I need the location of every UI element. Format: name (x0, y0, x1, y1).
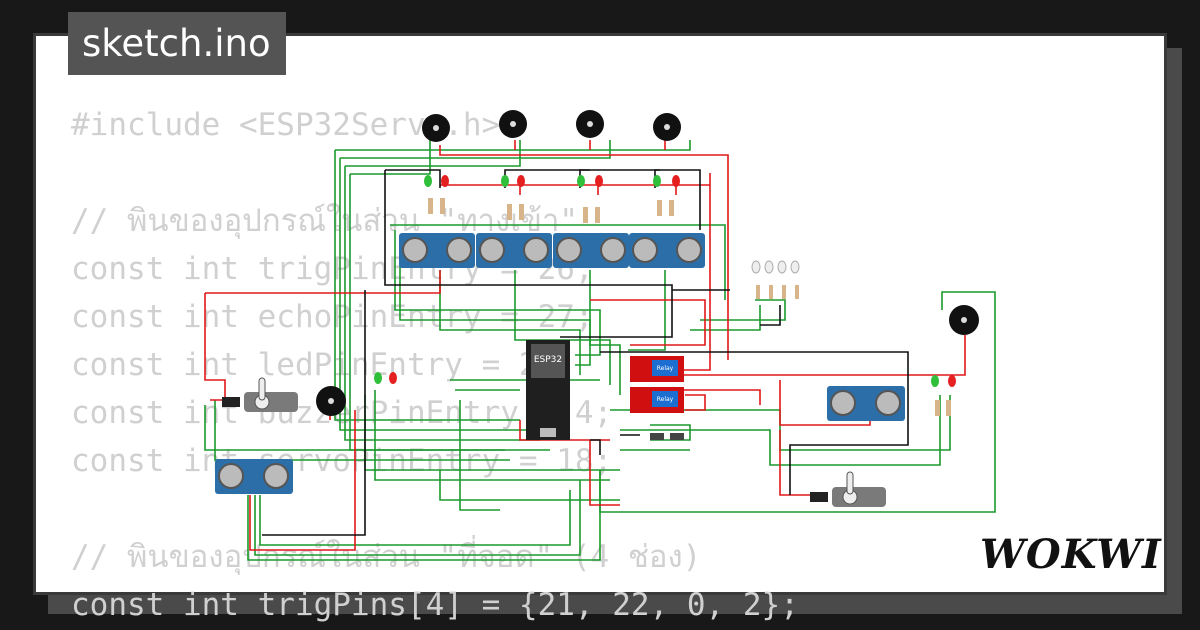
buzzer-4-icon (653, 113, 681, 141)
code-line: const int echoPinEntry = 27; (71, 299, 594, 335)
buzzer-6-icon (316, 386, 346, 416)
buzzer-2-icon (499, 110, 527, 138)
title-tab: sketch.ino (68, 12, 286, 75)
esp32-board: ESP32 (526, 340, 570, 440)
led-pair-2 (501, 175, 525, 220)
led-pair-3 (577, 175, 603, 223)
code-line: #include <ESP32Servo.h> (71, 107, 501, 143)
ultrasonic-sensor-entry (215, 459, 293, 494)
servo-exit (810, 471, 886, 507)
led-row-white (751, 260, 800, 299)
ultrasonic-sensor-2 (476, 233, 552, 268)
ultrasonic-sensor-3 (553, 233, 629, 268)
red-wires (204, 140, 966, 551)
led-pair-4 (653, 175, 680, 216)
wokwi-logo-text: WOKWI (980, 531, 1162, 578)
slide-switches (650, 433, 684, 440)
relay-module-2: Relay (630, 387, 684, 413)
esp32-label: ESP32 (534, 355, 562, 365)
ultrasonic-sensor-exit (827, 386, 905, 421)
buzzer-3-icon (576, 110, 604, 138)
ultrasonic-sensor-1 (399, 233, 475, 268)
code-line: const int ledPinEntry = 2; (71, 347, 557, 383)
relay-label-1: Relay (657, 365, 674, 372)
buzzer-5-icon (949, 305, 979, 335)
wokwi-logo: WOKWI (980, 531, 1161, 578)
led-pair-1 (424, 175, 449, 214)
led-pair-exit (931, 375, 956, 416)
ultrasonic-sensor-4 (629, 233, 705, 268)
led-pair-entry (374, 372, 397, 384)
relay-module-1: Relay (630, 356, 684, 382)
servo-entry (222, 377, 298, 412)
code-line: const int buzzerPinEntry = 4; (71, 395, 613, 431)
relay-label-2: Relay (657, 396, 674, 403)
code-line: const int trigPins[4] = {21, 22, 0, 2}; (71, 587, 799, 623)
buzzer-1-icon (422, 114, 450, 142)
